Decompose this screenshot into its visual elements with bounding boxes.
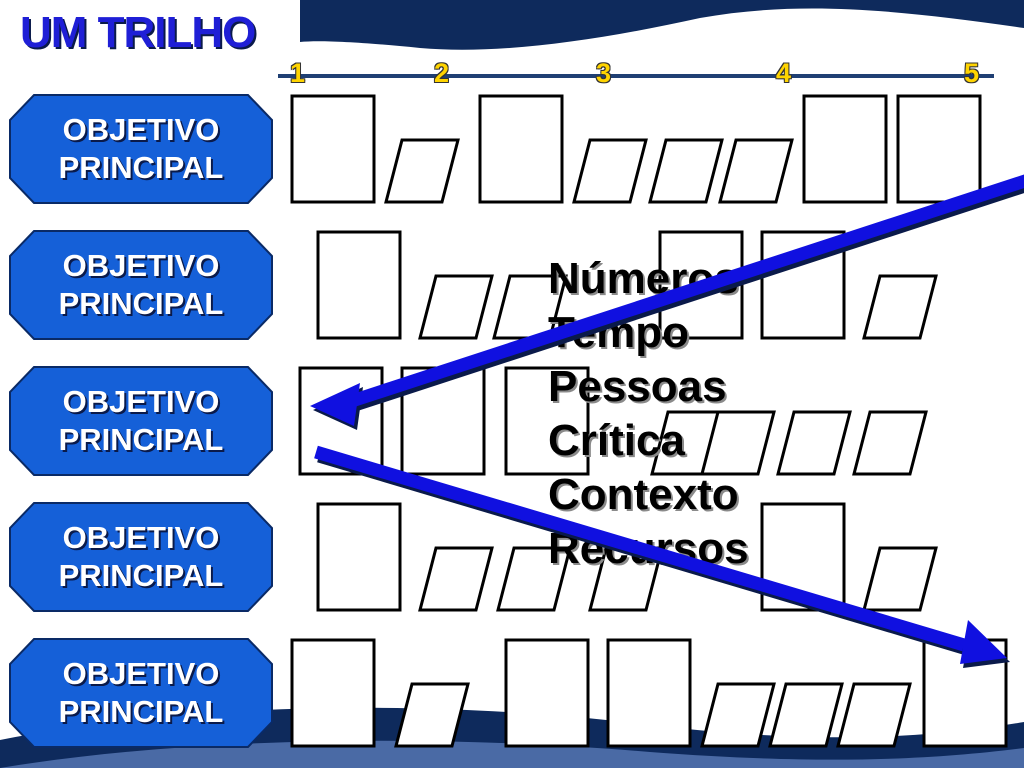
slanted-step-box: [700, 682, 776, 748]
slanted-step-box: [768, 682, 844, 748]
timeline-ruler: [278, 74, 994, 78]
objective-2: OBJETIVO PRINCIPAL: [8, 230, 274, 340]
objective-5: OBJETIVO PRINCIPAL: [8, 638, 274, 748]
objective-1: OBJETIVO PRINCIPAL: [8, 94, 274, 204]
step-box: [896, 94, 982, 204]
slanted-step-box: [852, 410, 928, 476]
timeline-label-4: 4: [776, 58, 792, 88]
bottom-wave-light: [0, 740, 1024, 768]
slanted-step-box: [862, 546, 938, 612]
objective-label: OBJETIVO PRINCIPAL: [58, 248, 224, 321]
step-box: [316, 230, 402, 340]
step-box: [606, 638, 692, 748]
slanted-step-box: [700, 410, 776, 476]
objective-label: OBJETIVO PRINCIPAL: [58, 384, 224, 457]
slanted-step-box: [496, 546, 572, 612]
timeline-label-2: 2: [434, 58, 450, 88]
step-box: [290, 94, 376, 204]
objective-label: OBJETIVO PRINCIPAL: [58, 112, 224, 185]
timeline-label-3: 3: [596, 58, 612, 88]
slanted-step-box: [836, 682, 912, 748]
slanted-step-box: [418, 274, 494, 340]
objective-4: OBJETIVO PRINCIPAL: [8, 502, 274, 612]
slanted-step-box: [384, 138, 460, 204]
step-box: [504, 638, 590, 748]
timeline-label-5: 5: [964, 58, 980, 88]
step-box: [802, 94, 888, 204]
arrow-upper: [310, 174, 1024, 430]
slanted-step-box: [572, 138, 648, 204]
objective-3: OBJETIVO PRINCIPAL: [8, 366, 274, 476]
objective-label: OBJETIVO PRINCIPAL: [58, 656, 224, 729]
objective-label: OBJETIVO PRINCIPAL: [58, 520, 224, 593]
step-box: [504, 366, 590, 476]
step-box: [290, 638, 376, 748]
step-box: [316, 502, 402, 612]
arrow-lower: [314, 445, 1010, 668]
slanted-step-box: [718, 138, 794, 204]
factor-critica: Crítica: [548, 416, 685, 465]
slanted-step-box: [648, 138, 724, 204]
timeline-label-1: 1: [290, 58, 306, 88]
factor-contexto: Contexto: [548, 470, 739, 519]
slanted-step-box: [862, 274, 938, 340]
slide-title: UM TRILHO: [20, 8, 256, 57]
factor-pessoas: Pessoas: [548, 362, 727, 411]
slanted-step-box: [776, 410, 852, 476]
step-box: [478, 94, 564, 204]
slanted-step-box: [394, 682, 470, 748]
top-wave: [0, 0, 1024, 50]
slanted-step-box: [418, 546, 494, 612]
